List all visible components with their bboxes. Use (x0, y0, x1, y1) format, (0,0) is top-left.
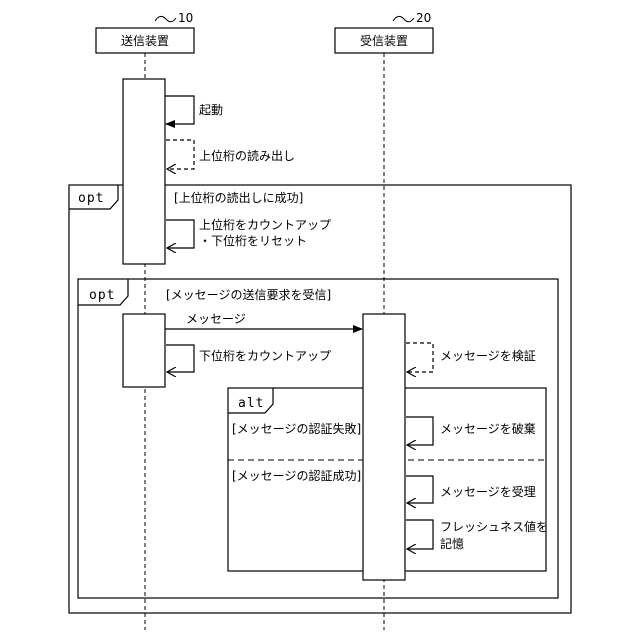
message-accept: メッセージを受理 (406, 476, 536, 503)
svg-text:上位桁の読み出し: 上位桁の読み出し (199, 148, 295, 163)
message-send: メッセージ (165, 312, 362, 329)
svg-text:10: 10 (178, 11, 193, 25)
svg-text:下位桁をカウントアップ: 下位桁をカウントアップ (199, 348, 331, 363)
sender-label: 送信装置 (121, 33, 169, 48)
message-verify: メッセージを検証 (406, 343, 536, 372)
svg-text:上位桁をカウントアップ: 上位桁をカウントアップ (199, 217, 331, 232)
svg-text:フレッシュネス値を: フレッシュネス値を (440, 519, 548, 534)
opt-guard-outer: [上位桁の読出しに成功] (174, 190, 303, 205)
svg-text:・下位桁をリセット: ・下位桁をリセット (199, 233, 307, 248)
svg-text:メッセージ: メッセージ (186, 312, 246, 326)
message-store-freshness: フレッシュネス値を 記憶 (406, 519, 548, 551)
sender-reference: 10 (155, 11, 193, 25)
receiver-participant: 受信装置 (335, 28, 433, 53)
message-count-upper: 上位桁をカウントアップ ・下位桁をリセット (166, 217, 331, 248)
sender-activation-1 (123, 79, 165, 264)
message-startup: 起動 (165, 96, 223, 124)
alt-keyword: alt (238, 396, 264, 411)
message-discard: メッセージを破棄 (406, 417, 536, 445)
sender-participant: 送信装置 (96, 28, 194, 53)
receiver-label: 受信装置 (360, 34, 408, 48)
svg-text:起動: 起動 (199, 103, 223, 117)
svg-text:メッセージを検証: メッセージを検証 (440, 349, 536, 363)
svg-text:20: 20 (416, 11, 431, 25)
svg-text:メッセージを受理: メッセージを受理 (440, 485, 536, 499)
alt-guard-success: [メッセージの認証成功] (232, 468, 361, 483)
message-read-upper: 上位桁の読み出し (166, 140, 295, 169)
receiver-reference: 20 (393, 11, 431, 25)
message-count-lower: 下位桁をカウントアップ (166, 345, 331, 372)
opt-guard-inner: [メッセージの送信要求を受信] (166, 287, 331, 302)
opt-keyword-outer: opt (78, 191, 104, 206)
opt-keyword-inner: opt (89, 288, 115, 303)
svg-text:記憶: 記憶 (440, 536, 464, 551)
receiver-activation (363, 314, 405, 580)
svg-text:メッセージを破棄: メッセージを破棄 (440, 421, 536, 436)
sender-activation-2 (123, 314, 165, 387)
alt-guard-fail: [メッセージの認証失敗] (232, 421, 361, 436)
